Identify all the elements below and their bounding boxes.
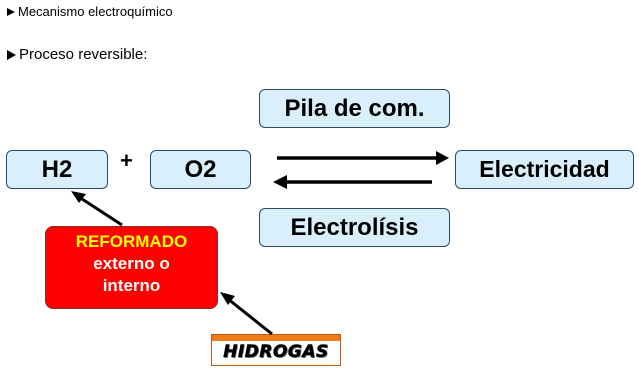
bullet-proceso: Proceso reversible: <box>7 46 147 63</box>
electricidad-box: Electricidad <box>455 150 634 189</box>
hidrogas-logo-text: HIDROGAS <box>223 342 329 363</box>
hidrogas-to-reformado-arrow <box>227 297 273 336</box>
electricidad-label: Electricidad <box>479 156 610 182</box>
bullet-proceso-text: Proceso reversible: <box>19 46 148 63</box>
hidrogas-arrow-head-icon <box>220 292 235 305</box>
electrolisis-label: Electrolísis <box>290 213 419 241</box>
o2-label: O2 <box>184 155 217 183</box>
pila-label: Pila de com. <box>284 94 425 122</box>
bullet-arrow-icon <box>7 49 16 60</box>
reformado-box: REFORMADO externo o interno <box>45 226 218 309</box>
plus-sign: + <box>120 148 133 173</box>
bullet-arrow-icon <box>7 7 15 16</box>
reformado-line-2: externo o <box>93 254 170 273</box>
h2-label: H2 <box>41 155 73 183</box>
reformado-line-3: interno <box>102 276 161 295</box>
o2-box: O2 <box>150 150 251 189</box>
reformado-title: REFORMADO <box>75 232 188 251</box>
reformado-to-h2-arrow <box>78 195 123 227</box>
forward-arrow-head-icon <box>436 151 449 165</box>
hidrogas-logo: HIDROGAS <box>211 334 341 366</box>
electrolisis-box: Electrolísis <box>259 208 450 247</box>
reverse-arrow-head-icon <box>273 175 287 189</box>
reformado-arrow-head-icon <box>71 191 86 203</box>
h2-box: H2 <box>6 150 108 189</box>
pila-de-combustible-box: Pila de com. <box>259 89 450 128</box>
bullet-mecanismo-text: Mecanismo electroquímico <box>18 4 173 19</box>
bullet-mecanismo: Mecanismo electroquímico <box>7 4 173 19</box>
